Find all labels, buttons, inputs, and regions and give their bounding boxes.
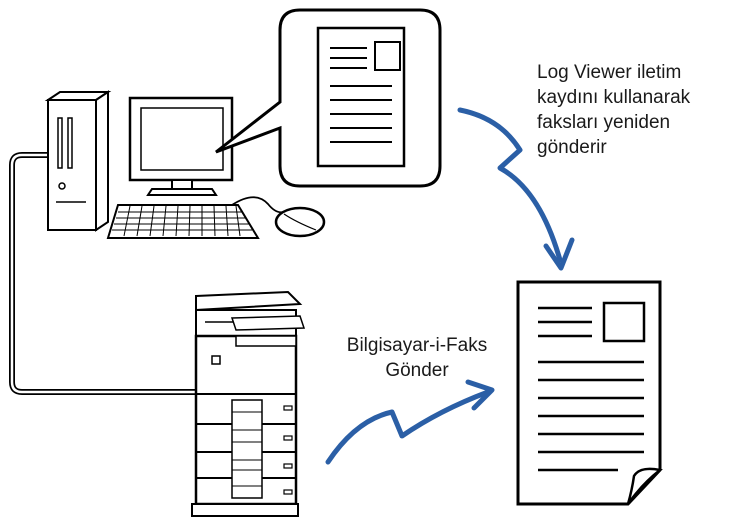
caption-line: Bilgisayar-i-Faks	[346, 335, 488, 356]
keyboard-icon	[106, 204, 260, 239]
document-callout-icon	[215, 8, 442, 188]
caption-line: Gönder	[385, 360, 449, 381]
log-viewer-caption: Log Viewer iletim kaydını kullanarak fak…	[537, 60, 690, 160]
pc-fax-caption: Bilgisayar-i-Faks Gönder	[322, 333, 512, 383]
computer-tower-icon	[44, 90, 112, 232]
curved-arrow-icon	[457, 107, 575, 271]
caption-line: faksları yeniden	[537, 112, 671, 133]
mouse-icon	[231, 196, 326, 238]
curved-arrow-icon	[325, 379, 495, 465]
caption-line: kaydını kullanarak	[537, 87, 691, 108]
caption-line: gönderir	[537, 137, 607, 158]
monitor-icon	[128, 96, 234, 196]
multifunction-printer-icon	[191, 290, 306, 517]
caption-line: Log Viewer iletim	[537, 62, 682, 83]
document-page-icon	[516, 280, 663, 506]
